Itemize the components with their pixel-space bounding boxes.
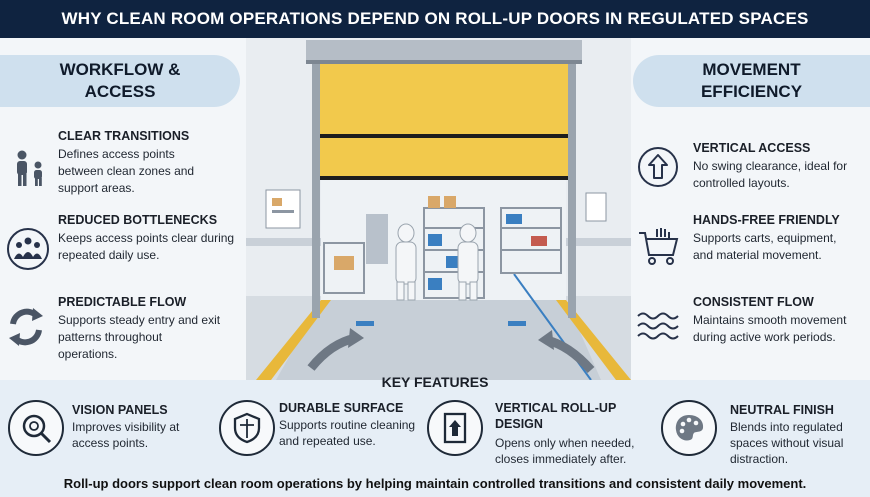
predictable-flow-item: PREDICTABLE FLOW Supports steady entry a… [0, 292, 245, 370]
hands-free-title: HANDS-FREE FRIENDLY [693, 213, 840, 227]
waves-icon [635, 303, 681, 349]
vertical-roll-up-feature: VERTICAL ROLL-UP DESIGN Opens only when … [427, 398, 637, 473]
hands-free-item: HANDS-FREE FRIENDLY Supports carts, equi… [633, 210, 870, 285]
clean-room-door-illustration [246, 38, 631, 380]
reduced-bottlenecks-text: Keeps access points clear during repeate… [58, 231, 235, 262]
arrow-up-circle-icon [635, 144, 681, 190]
clear-transitions-item: CLEAR TRANSITIONS Defines access points … [0, 125, 245, 200]
reduced-bottlenecks-title: REDUCED BOTTLENECKS [58, 213, 218, 227]
palette-icon [661, 400, 717, 456]
neutral-finish-title: NEUTRAL FINISH [730, 403, 834, 417]
clear-transitions-title: CLEAR TRANSITIONS [58, 129, 190, 143]
vision-panels-feature: VISION PANELS Improves visibility at acc… [8, 398, 213, 468]
neutral-finish-text: Blends into regulated spaces without vis… [730, 420, 844, 466]
consistent-flow-text: Maintains smooth movement during active … [693, 313, 847, 344]
vision-panels-text: Improves visibility at access points. [72, 420, 180, 450]
consistent-flow-title: CONSISTENT FLOW [693, 295, 814, 309]
durable-surface-text: Supports routine cleaning and repeated u… [279, 418, 416, 448]
predictable-flow-title: PREDICTABLE FLOW [58, 295, 187, 309]
durable-surface-title: DURABLE SURFACE [279, 401, 404, 415]
door-arrow-icon [427, 400, 483, 456]
predictable-flow-text: Supports steady entry and exit patterns … [58, 313, 221, 361]
vertical-roll-up-text: Opens only when needed, closes immediate… [495, 436, 635, 466]
shield-icon [219, 400, 275, 456]
neutral-finish-feature: NEUTRAL FINISH Blends into regulated spa… [661, 398, 866, 473]
crowd-icon [5, 226, 51, 272]
footer-summary: Roll-up doors support clean room operati… [63, 476, 807, 491]
vision-panels-title: VISION PANELS [72, 403, 168, 417]
people-icon [6, 145, 52, 191]
movement-efficiency-heading: MOVEMENT EFFICIENCY [633, 55, 870, 107]
vertical-access-text: No swing clearance, ideal for controlled… [693, 159, 848, 190]
page-title: WHY CLEAN ROOM OPERATIONS DEPEND ON ROLL… [61, 9, 809, 28]
vertical-roll-up-title: VERTICAL ROLL-UP DESIGN [495, 401, 617, 431]
workflow-access-heading: WORKFLOW & ACCESS [0, 55, 240, 107]
vertical-access-title: VERTICAL ACCESS [693, 141, 811, 155]
vertical-access-item: VERTICAL ACCESS No swing clearance, idea… [633, 138, 870, 198]
reduced-bottlenecks-item: REDUCED BOTTLENECKS Keeps access points … [0, 210, 245, 275]
magnifier-icon [8, 400, 64, 456]
hands-free-text: Supports carts, equipment, and material … [693, 231, 837, 262]
durable-surface-feature: DURABLE SURFACE Supports routine cleanin… [219, 398, 424, 473]
page-title-bar: WHY CLEAN ROOM OPERATIONS DEPEND ON ROLL… [0, 0, 870, 38]
cycle-arrows-icon [3, 304, 49, 350]
movement-efficiency-title: MOVEMENT EFFICIENCY [700, 59, 803, 101]
workflow-access-title: WORKFLOW & ACCESS [59, 59, 181, 101]
clear-transitions-text: Defines access points between clean zone… [58, 147, 195, 195]
cart-icon [635, 224, 681, 270]
key-features-title: KEY FEATURES [381, 374, 489, 390]
consistent-flow-item: CONSISTENT FLOW Maintains smooth movemen… [633, 293, 870, 368]
